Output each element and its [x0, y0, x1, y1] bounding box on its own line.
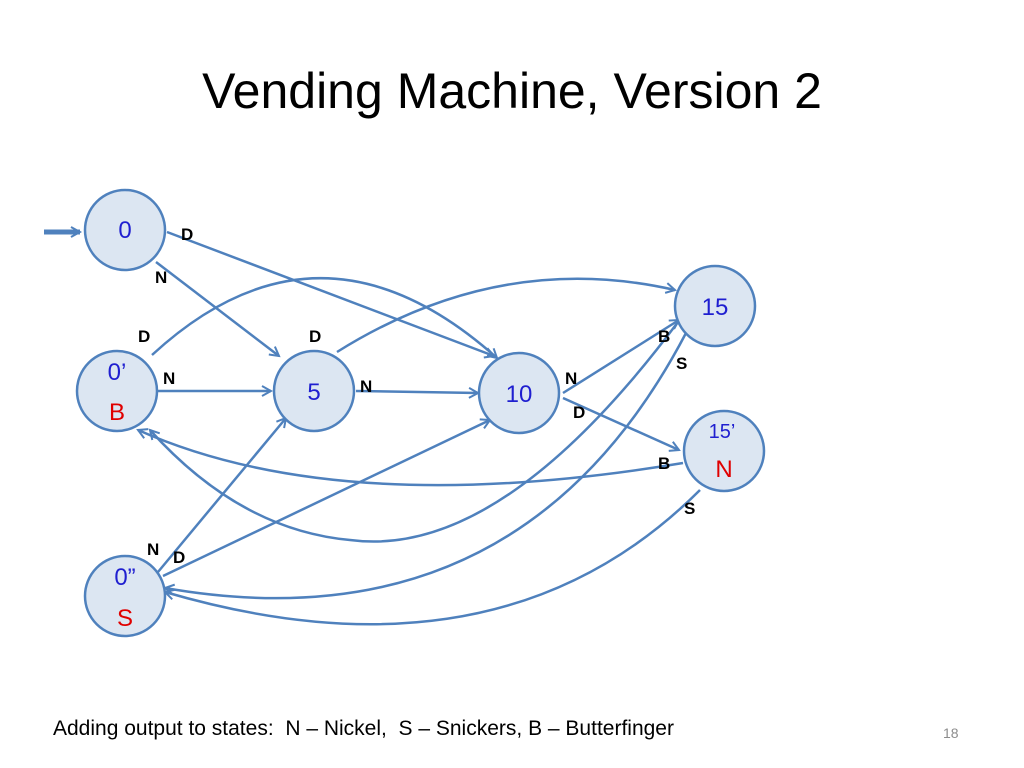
edge-s0s-to-s5-nickel	[157, 418, 286, 573]
state-node-0[interactable]	[83, 188, 167, 272]
edge-label-s0b-nickel: N	[163, 369, 175, 388]
edge-s0s-to-s10-dime	[162, 420, 490, 578]
state-node-10[interactable]	[477, 351, 561, 435]
state-name-0: 0	[118, 217, 131, 244]
state-node-0-double-prime[interactable]	[83, 554, 167, 638]
edge-s0-to-s5-nickel	[155, 261, 279, 356]
state-output-15-prime: N	[715, 456, 732, 483]
edge-label-s0b-dime: D	[138, 327, 150, 346]
edge-s0b-to-s10-dime	[151, 277, 497, 358]
edge-label-s15-snickers: S	[676, 354, 687, 373]
edge-s15n-to-s0b-butterfinger	[138, 430, 684, 487]
edge-label-s0-nickel: N	[155, 268, 167, 287]
edge-s15-to-s0b-butterfinger	[150, 321, 680, 543]
edge-s10-to-s15n-dime	[562, 396, 679, 450]
state-name-0-double-prime: 0”	[114, 564, 135, 591]
edge-label-s5-dime: D	[309, 327, 321, 346]
state-name-5: 5	[307, 379, 320, 406]
edge-label-s0s-nickel: N	[147, 540, 159, 559]
slide-title: Vending Machine, Version 2	[202, 63, 822, 119]
state-output-0-prime: B	[109, 399, 125, 426]
state-name-10: 10	[506, 381, 533, 408]
state-name-15-prime: 15’	[709, 421, 736, 443]
state-node-15-prime[interactable]	[682, 409, 766, 493]
edge-s10-to-s15-nickel	[562, 320, 679, 395]
state-output-0-double-prime: S	[117, 605, 133, 632]
page-number: 18	[943, 725, 959, 741]
edge-label-s10-dime: D	[573, 403, 585, 422]
state-node-5[interactable]	[272, 349, 356, 433]
edge-label-s15n-butterfinger: B	[658, 454, 670, 473]
edge-s0-to-s10-dime	[166, 230, 494, 356]
legend-caption: Adding output to states: N – Nickel, S –…	[53, 717, 674, 740]
edge-s15n-to-s0s-snickers	[165, 489, 701, 626]
edge-s5-to-s15-dime	[336, 277, 675, 354]
state-node-0-prime[interactable]	[75, 349, 159, 433]
edge-label-s0s-dime: D	[173, 548, 185, 567]
state-name-15: 15	[702, 294, 729, 321]
state-name-0-prime: 0’	[108, 359, 127, 386]
edge-label-s10-nickel: N	[565, 369, 577, 388]
edge-label-s15n-snickers: S	[684, 499, 695, 518]
state-node-15[interactable]	[673, 264, 757, 348]
edge-label-s15-butterfinger: B	[658, 327, 670, 346]
edge-label-s0-dime: D	[181, 225, 193, 244]
edge-label-s5-nickel: N	[360, 377, 372, 396]
edge-s15-to-s0s-snickers	[165, 332, 688, 600]
edge-s5-to-s10-nickel	[355, 391, 478, 393]
